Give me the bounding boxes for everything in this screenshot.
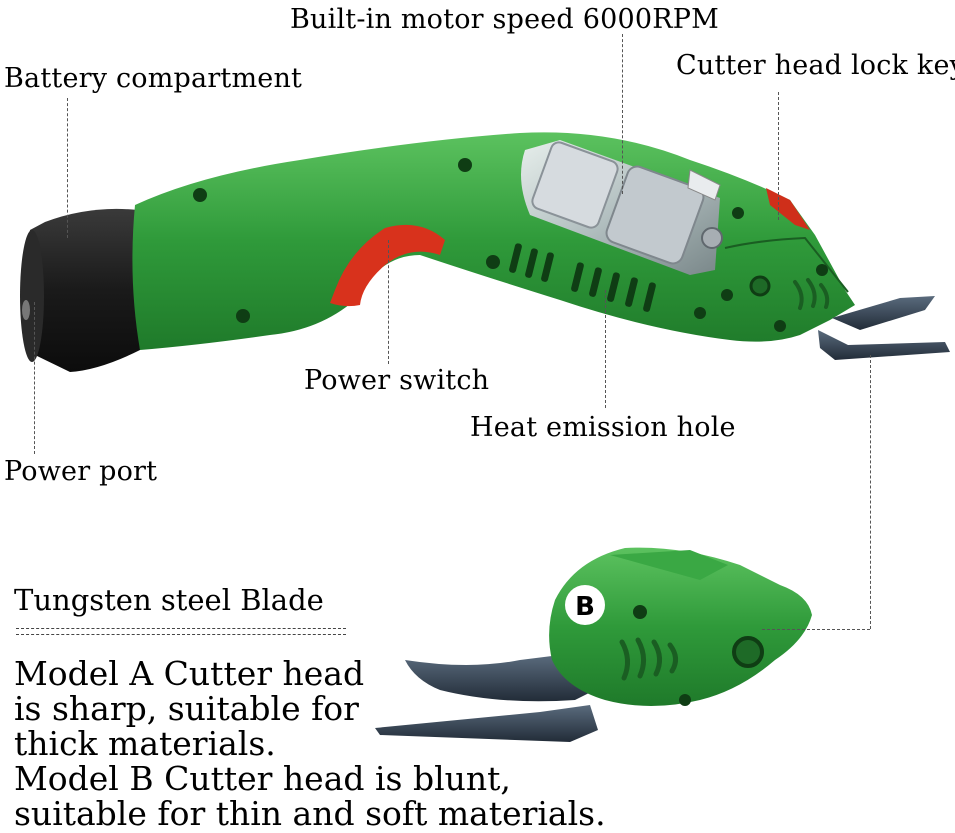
lock-key [766,188,810,230]
blade-desc-line-4: Model B Cutter head is blunt, [14,759,511,798]
callout-motor: Built-in motor speed 6000RPM [290,4,719,35]
battery-compartment [20,208,140,372]
blade-heading: Tungsten steel Blade [14,583,324,617]
motor [521,140,723,275]
tool-blades [818,296,950,360]
power-switch [330,224,445,307]
callout-power-port: Power port [4,456,158,487]
callout-battery: Battery compartment [4,63,303,94]
blade-desc-line-5: suitable for thin and soft materials. [14,794,606,833]
blade-desc-line-2: is sharp, suitable for [14,689,359,728]
callout-power-switch: Power switch [304,365,490,396]
cutter-head-b: B [375,547,812,742]
callout-heat-hole: Heat emission hole [470,412,736,443]
head-badge: B [575,592,595,622]
blade-desc-line-1: Model A Cutter head [14,654,365,693]
tool-body [132,132,856,350]
heat-vents [509,243,656,312]
heading-divider [16,628,346,635]
blade-desc-line-3: thick materials. [14,724,276,763]
callout-lock-key: Cutter head lock key [676,50,955,81]
